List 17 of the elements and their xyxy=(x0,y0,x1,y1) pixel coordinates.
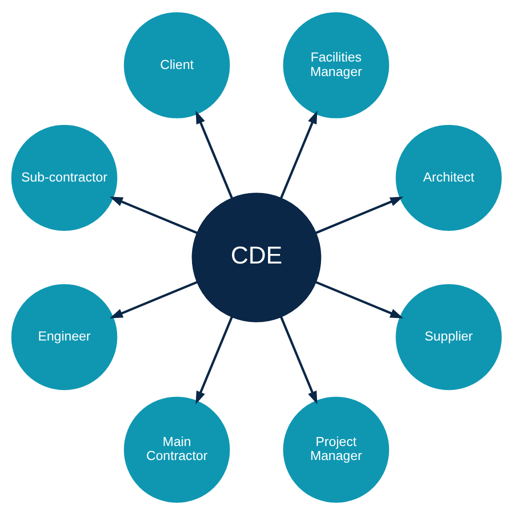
node-circle: Client xyxy=(124,12,230,118)
node-circle: Sub-contractor xyxy=(11,124,118,230)
node-circle: CDE xyxy=(192,192,322,322)
arrow xyxy=(316,280,404,318)
arrow xyxy=(196,110,233,198)
node-circle: Architect xyxy=(396,124,502,230)
arrow xyxy=(110,196,198,234)
arrow xyxy=(280,316,318,404)
node-circle: Supplier xyxy=(396,284,502,390)
arrow xyxy=(280,110,318,198)
node-circle: Project Manager xyxy=(283,396,390,502)
node-circle: Main Contractor xyxy=(124,396,230,502)
node-circle: Facilities Manager xyxy=(283,12,390,118)
node-circle: Engineer xyxy=(11,284,118,390)
arrow xyxy=(196,316,233,404)
arrow xyxy=(316,196,404,234)
arrow xyxy=(110,280,198,318)
